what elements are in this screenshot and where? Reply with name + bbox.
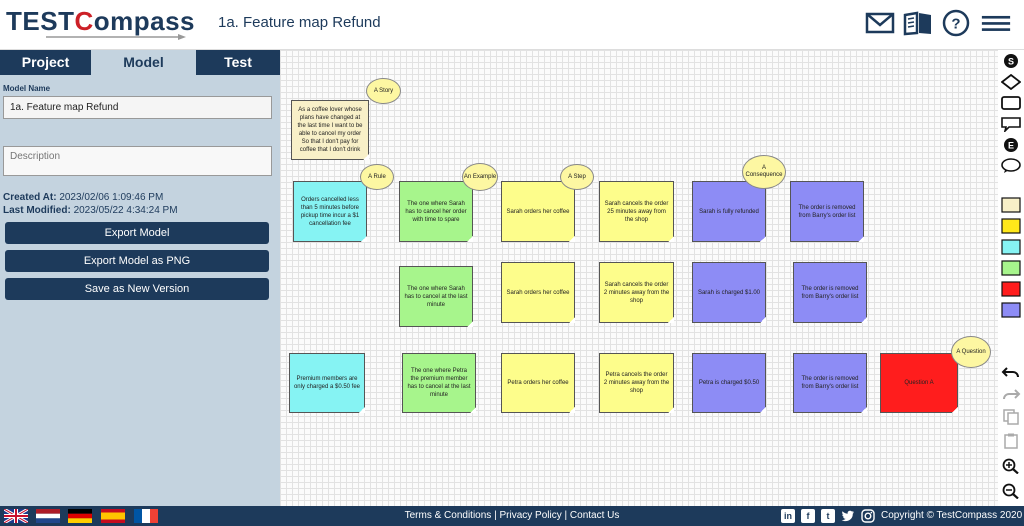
note-color-purple-icon[interactable]	[1001, 302, 1021, 318]
logo-text-ompass: ompass	[93, 6, 195, 36]
rule-bubble: A Rule	[360, 164, 394, 190]
model-meta: Created At: 2023/02/06 1:09:46 PM Last M…	[3, 191, 178, 217]
created-label: Created At:	[3, 192, 57, 203]
terms-link[interactable]: Terms & Conditions	[404, 510, 492, 521]
svg-text:?: ?	[951, 16, 960, 33]
rule-note[interactable]: Orders cancelled less than 5 minutes bef…	[293, 181, 367, 242]
instagram-icon[interactable]	[861, 509, 875, 523]
note-color-green-icon[interactable]	[1001, 260, 1021, 276]
speech-bubble-icon[interactable]	[1001, 158, 1021, 174]
paste-icon[interactable]	[1001, 433, 1021, 449]
book-icon[interactable]	[903, 8, 933, 38]
save-version-button[interactable]: Save as New Version	[5, 278, 269, 300]
logo-arrow-icon	[46, 34, 186, 40]
rule-note[interactable]: Premium members are only charged a $0.50…	[289, 353, 365, 413]
step-note[interactable]: Sarah orders her coffee	[501, 181, 575, 242]
left-panel: Project Model Test Model Name Created At…	[0, 50, 280, 506]
panel-tabs: Project Model Test	[0, 50, 280, 75]
modified-label: Last Modified:	[3, 205, 71, 216]
mail-icon[interactable]	[865, 8, 895, 38]
example-note[interactable]: The one where Sarah has to cancel at the…	[399, 266, 473, 327]
logo-text-c: C	[74, 6, 94, 36]
redo-icon[interactable]	[1001, 386, 1021, 402]
link-separator: |	[564, 510, 568, 521]
step-note[interactable]: Petra orders her coffee	[501, 353, 575, 413]
tab-project[interactable]: Project	[0, 50, 92, 75]
story-shape-icon[interactable]: S	[1001, 53, 1021, 69]
created-value: 2023/02/06 1:09:46 PM	[59, 192, 164, 203]
note-color-cyan-icon[interactable]	[1001, 239, 1021, 255]
copyright-text: Copyright © TestCompass 2020	[881, 510, 1023, 521]
model-canvas[interactable]: As a coffee lover whose plans have chang…	[280, 50, 998, 506]
consequence-bubble: A Consequence	[742, 155, 786, 189]
uk-flag[interactable]	[4, 509, 28, 523]
privacy-link[interactable]: Privacy Policy	[499, 510, 562, 521]
example-bubble: An Example	[462, 163, 498, 191]
linkedin-icon[interactable]: in	[781, 509, 795, 523]
diamond-shape-icon[interactable]	[1001, 74, 1021, 90]
consequence-note[interactable]: Petra is charged $0.50	[692, 353, 766, 413]
model-name-label: Model Name	[3, 84, 51, 93]
consequence-note[interactable]: The order is removed from Barry's order …	[793, 353, 867, 413]
tab-model[interactable]: Model	[92, 50, 196, 75]
link-separator: |	[494, 510, 497, 521]
description-field[interactable]	[3, 146, 272, 176]
question-note[interactable]: Question A	[880, 353, 958, 413]
app-footer: Terms & Conditions | Privacy Policy | Co…	[0, 506, 1024, 526]
export-model-button[interactable]: Export Model	[5, 222, 269, 244]
step-note[interactable]: Sarah cancels the order 2 minutes away f…	[599, 262, 674, 323]
consequence-note[interactable]: The order is removed from Barry's order …	[793, 262, 867, 323]
callout-shape-icon[interactable]	[1001, 116, 1021, 132]
svg-text:E: E	[1008, 141, 1014, 151]
footer-links: Terms & Conditions | Privacy Policy | Co…	[0, 510, 1024, 521]
question-bubble: A Question	[951, 336, 991, 368]
step-note[interactable]: Petra cancels the order 2 minutes away f…	[599, 353, 674, 413]
zoom-out-icon[interactable]	[1001, 483, 1021, 499]
testcompass-logo[interactable]: TESTCompass	[6, 4, 194, 42]
es-flag[interactable]	[101, 509, 125, 523]
example-note[interactable]: The one where Sarah has to cancel her or…	[399, 181, 473, 242]
fr-flag[interactable]	[134, 509, 158, 523]
model-name-input[interactable]	[3, 96, 272, 119]
step-note[interactable]: Sarah cancels the order 25 minutes away …	[599, 181, 674, 242]
consequence-note[interactable]: The order is removed from Barry's order …	[790, 181, 864, 242]
app-header: TESTCompass 1a. Feature map Refund ?	[0, 0, 1024, 50]
note-color-cream-icon[interactable]	[1001, 197, 1021, 213]
twitter-icon[interactable]	[841, 509, 855, 523]
tab-test[interactable]: Test	[196, 50, 280, 75]
undo-icon[interactable]	[1001, 364, 1021, 380]
note-color-yellow-icon[interactable]	[1001, 218, 1021, 234]
zoom-in-icon[interactable]	[1001, 458, 1021, 474]
consequence-note[interactable]: Sarah is charged $1.00	[692, 262, 766, 323]
nl-flag[interactable]	[36, 509, 60, 523]
note-color-red-icon[interactable]	[1001, 281, 1021, 297]
story-note[interactable]: As a coffee lover whose plans have chang…	[291, 100, 369, 160]
facebook-icon[interactable]: f	[801, 509, 815, 523]
export-png-button[interactable]: Export Model as PNG	[5, 250, 269, 272]
rectangle-shape-icon[interactable]	[1001, 95, 1021, 111]
step-note[interactable]: Sarah orders her coffee	[501, 262, 575, 323]
contact-link[interactable]: Contact Us	[569, 510, 620, 521]
help-icon[interactable]: ?	[941, 8, 971, 38]
tumblr-icon[interactable]: t	[821, 509, 835, 523]
page-title: 1a. Feature map Refund	[218, 14, 381, 31]
logo-text-test: TEST	[6, 6, 75, 36]
step-bubble: A Step	[560, 164, 594, 190]
de-flag[interactable]	[68, 509, 92, 523]
story-bubble: A Story	[366, 78, 401, 104]
example-note[interactable]: The one where Petra the premium member h…	[402, 353, 476, 413]
right-toolbar: S E	[998, 50, 1024, 506]
event-shape-icon[interactable]: E	[1001, 137, 1021, 153]
copy-icon[interactable]	[1001, 409, 1021, 425]
menu-icon[interactable]	[981, 8, 1011, 38]
svg-text:S: S	[1008, 57, 1014, 67]
consequence-note[interactable]: Sarah is fully refunded	[692, 181, 766, 242]
modified-value: 2023/05/22 4:34:24 PM	[73, 205, 178, 216]
